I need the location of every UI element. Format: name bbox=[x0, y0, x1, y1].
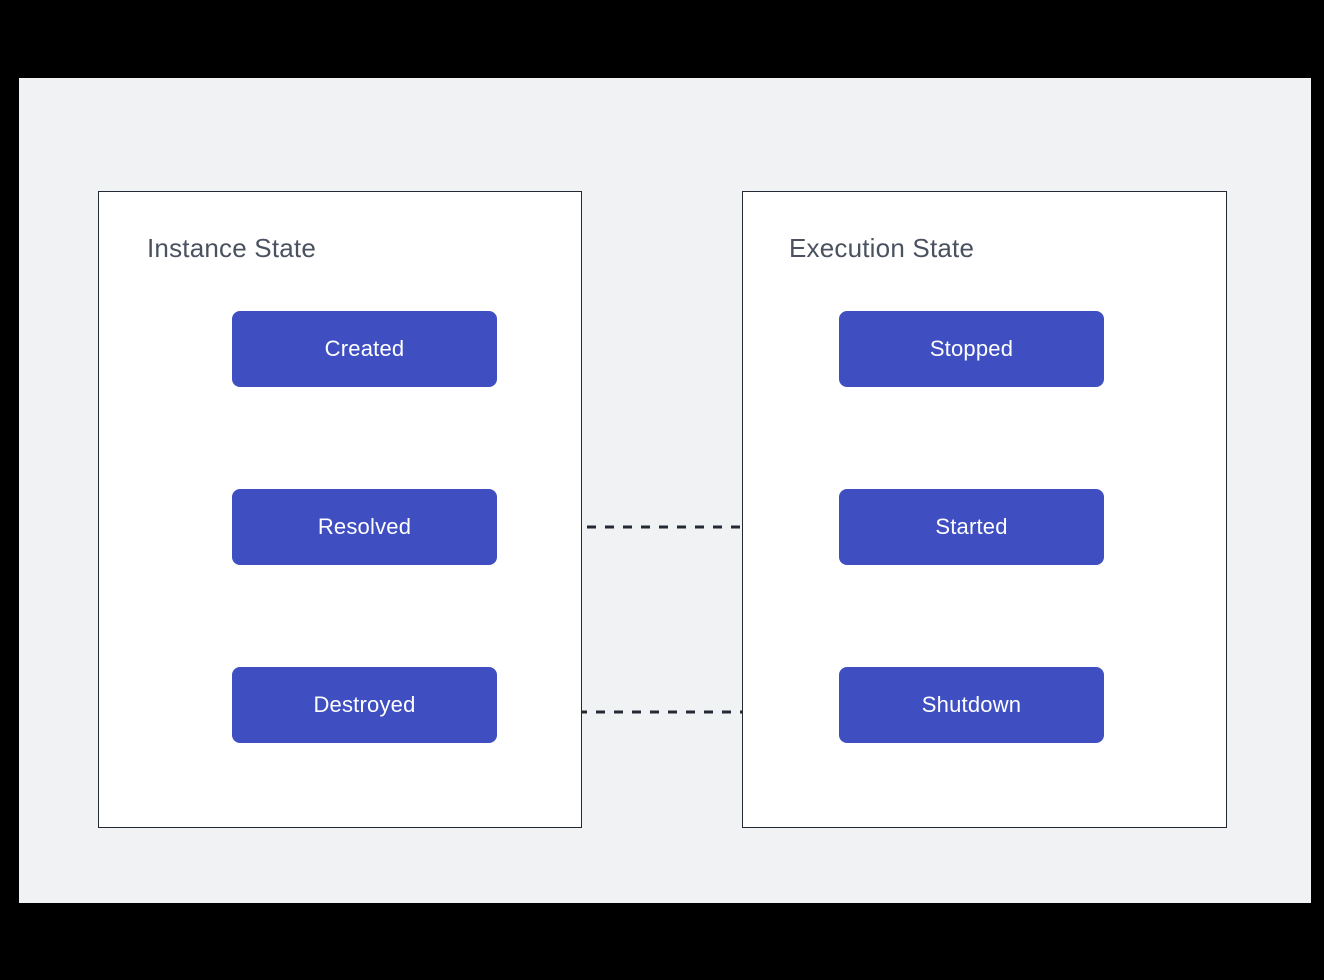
panel-title-instance-state: Instance State bbox=[147, 233, 317, 263]
panel-title-execution-state: Execution State bbox=[789, 233, 975, 263]
state-node-destroyed[interactable]: Destroyed bbox=[232, 667, 497, 743]
state-node-created[interactable]: Created bbox=[232, 311, 497, 387]
state-node-resolved[interactable]: Resolved bbox=[232, 489, 497, 565]
diagram-canvas: Instance State Created Resolved Destroye… bbox=[19, 78, 1311, 903]
state-node-started[interactable]: Started bbox=[839, 489, 1104, 565]
state-node-stopped[interactable]: Stopped bbox=[839, 311, 1104, 387]
state-node-shutdown[interactable]: Shutdown bbox=[839, 667, 1104, 743]
